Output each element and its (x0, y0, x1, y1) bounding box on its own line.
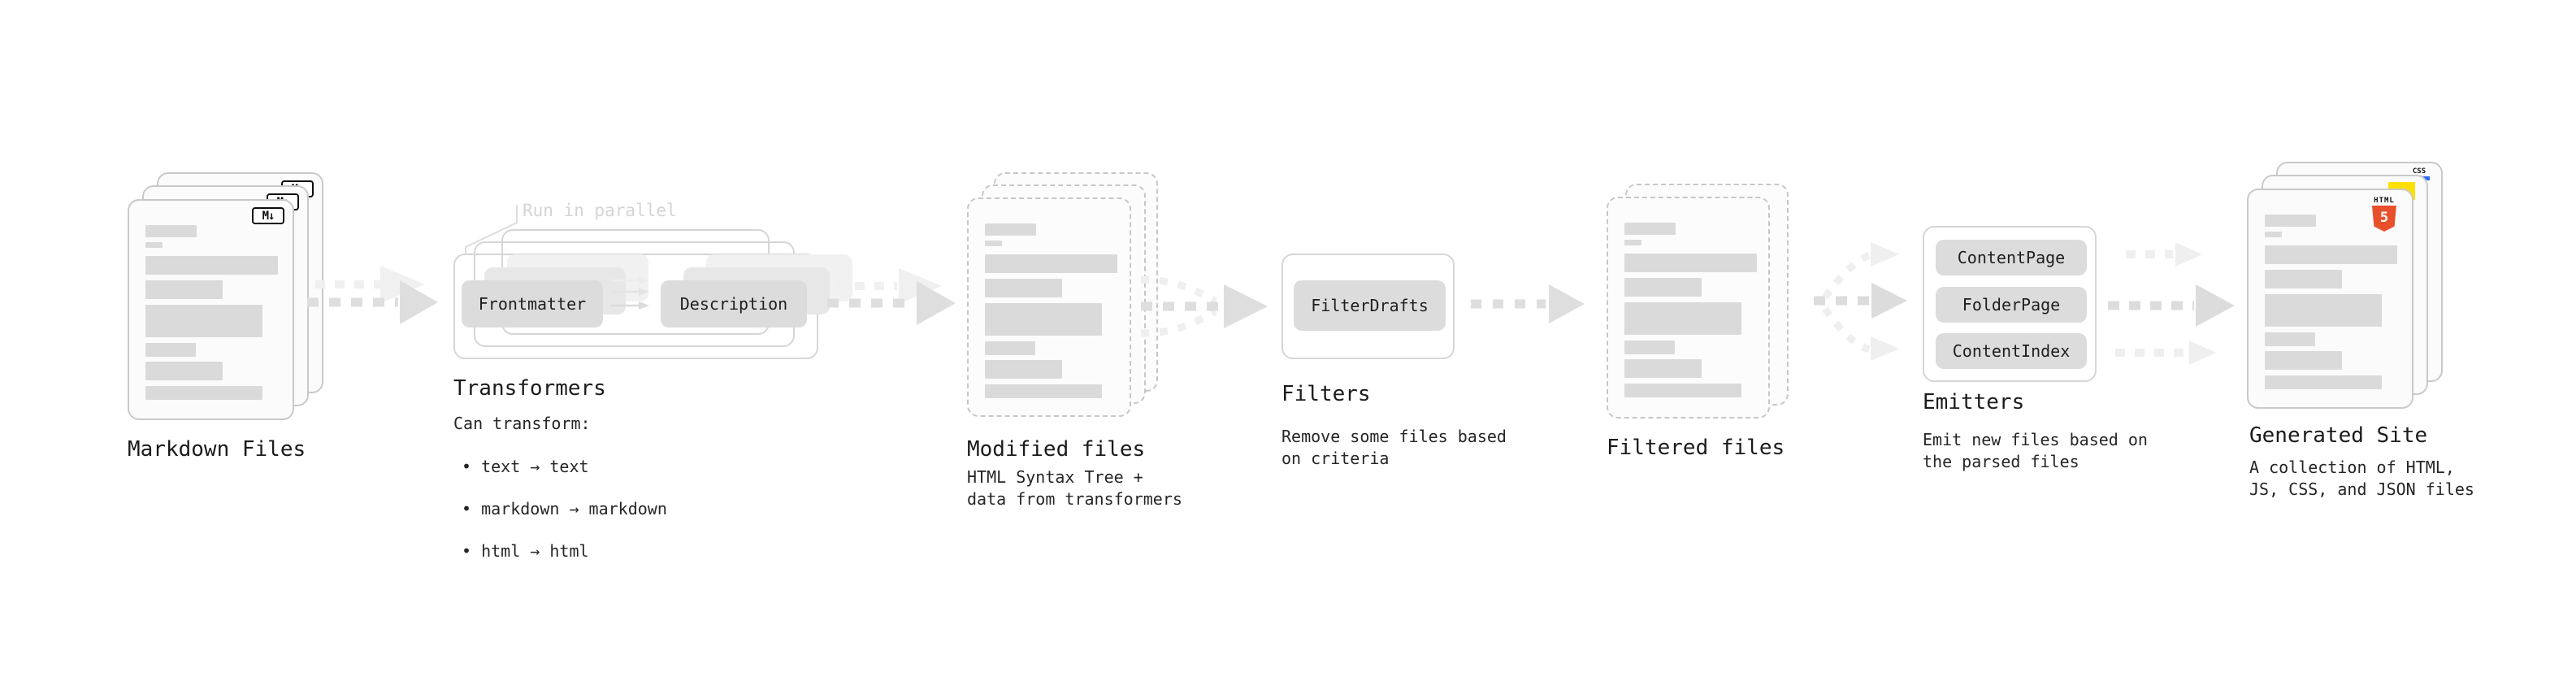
stage-label-emitters: Emitters (1923, 390, 2025, 414)
contentindex-node: ContentIndex (1936, 333, 2087, 369)
arrow-filters-to-filtered (1471, 284, 1585, 323)
generated-doc-html: HTML 5 (2247, 189, 2413, 409)
filtered-doc-front (1607, 197, 1770, 419)
text-skeleton-bar (145, 362, 223, 380)
text-skeleton-bar (2265, 375, 2382, 389)
folderpage-node: FolderPage (1936, 287, 2087, 323)
text-skeleton-bar (2265, 351, 2342, 370)
transformers-bullet: • text → text (462, 457, 589, 476)
text-skeleton-bar (1624, 359, 1702, 378)
modified-doc-front (967, 197, 1131, 417)
text-skeleton-bar (985, 223, 1036, 236)
description-node: Description (661, 280, 807, 327)
text-skeleton-bar (2265, 270, 2342, 288)
html5-icon: HTML 5 (2366, 197, 2402, 232)
text-skeleton-bar (1624, 223, 1676, 235)
text-skeleton-bar (1624, 278, 1702, 297)
text-skeleton-bar (145, 242, 163, 248)
contentpage-node: ContentPage (1936, 240, 2087, 275)
emitters-desc: Emit new files based on the parsed files (1923, 430, 2148, 471)
generated-site-desc: A collection of HTML, JS, CSS, and JSON … (2249, 458, 2474, 499)
frontmatter-node: Frontmatter (462, 280, 603, 327)
text-skeleton-bar (1624, 254, 1757, 272)
arrow-emitters-to-generated (2108, 242, 2235, 365)
text-skeleton-bar (1624, 240, 1641, 245)
text-skeleton-bar (985, 279, 1062, 297)
text-skeleton-bar (985, 254, 1117, 273)
arrow-markdown-to-transformers (307, 266, 438, 324)
filterdrafts-node: FilterDrafts (1294, 280, 1446, 331)
text-skeleton-bar (985, 303, 1102, 336)
text-skeleton-bar (985, 384, 1102, 398)
text-skeleton-bar (985, 241, 1002, 246)
modified-files-desc: HTML Syntax Tree + data from transformer… (967, 467, 1182, 509)
text-skeleton-bar (1624, 384, 1741, 397)
run-in-parallel-annotation: Run in parallel (523, 201, 677, 220)
text-skeleton-bar (2265, 215, 2316, 227)
stage-label-filters: Filters (1281, 382, 1371, 406)
text-skeleton-bar (2265, 294, 2382, 327)
text-skeleton-bar (2265, 245, 2397, 264)
text-skeleton-bar (145, 256, 278, 275)
markdown-doc-front: M↓ (128, 199, 294, 420)
transformers-bullet: • html → html (462, 541, 589, 561)
arrow-filtered-to-emitters (1814, 242, 1907, 361)
stage-label-markdown-files: Markdown Files (128, 437, 306, 462)
stage-label-filtered-files: Filtered files (1607, 436, 1785, 460)
text-skeleton-bar (985, 341, 1035, 355)
text-skeleton-bar (145, 386, 262, 400)
emitters-box: ContentPage FolderPage ContentIndex (1923, 226, 2097, 382)
stage-label-generated-site: Generated Site (2249, 423, 2428, 448)
filters-desc: Remove some files based on criteria (1281, 427, 1507, 468)
text-skeleton-bar (145, 225, 197, 237)
text-skeleton-bar (145, 280, 223, 299)
arrow-modified-to-filters (1140, 275, 1268, 337)
text-skeleton-bar (985, 360, 1062, 379)
text-skeleton-bar (2265, 232, 2282, 237)
text-skeleton-bar (145, 343, 196, 357)
text-skeleton-bar (1624, 340, 1675, 354)
transformers-bullet: • markdown → markdown (462, 499, 667, 518)
text-skeleton-bar (145, 305, 262, 337)
text-skeleton-bar (2265, 332, 2315, 346)
transformers-desc-title: Can transform: (453, 414, 591, 433)
filters-box: FilterDrafts (1281, 254, 1455, 359)
text-skeleton-bar (1624, 302, 1741, 335)
markdown-icon: M↓ (252, 207, 284, 224)
stage-label-modified-files: Modified files (967, 437, 1146, 462)
stage-label-transformers: Transformers (453, 376, 606, 401)
